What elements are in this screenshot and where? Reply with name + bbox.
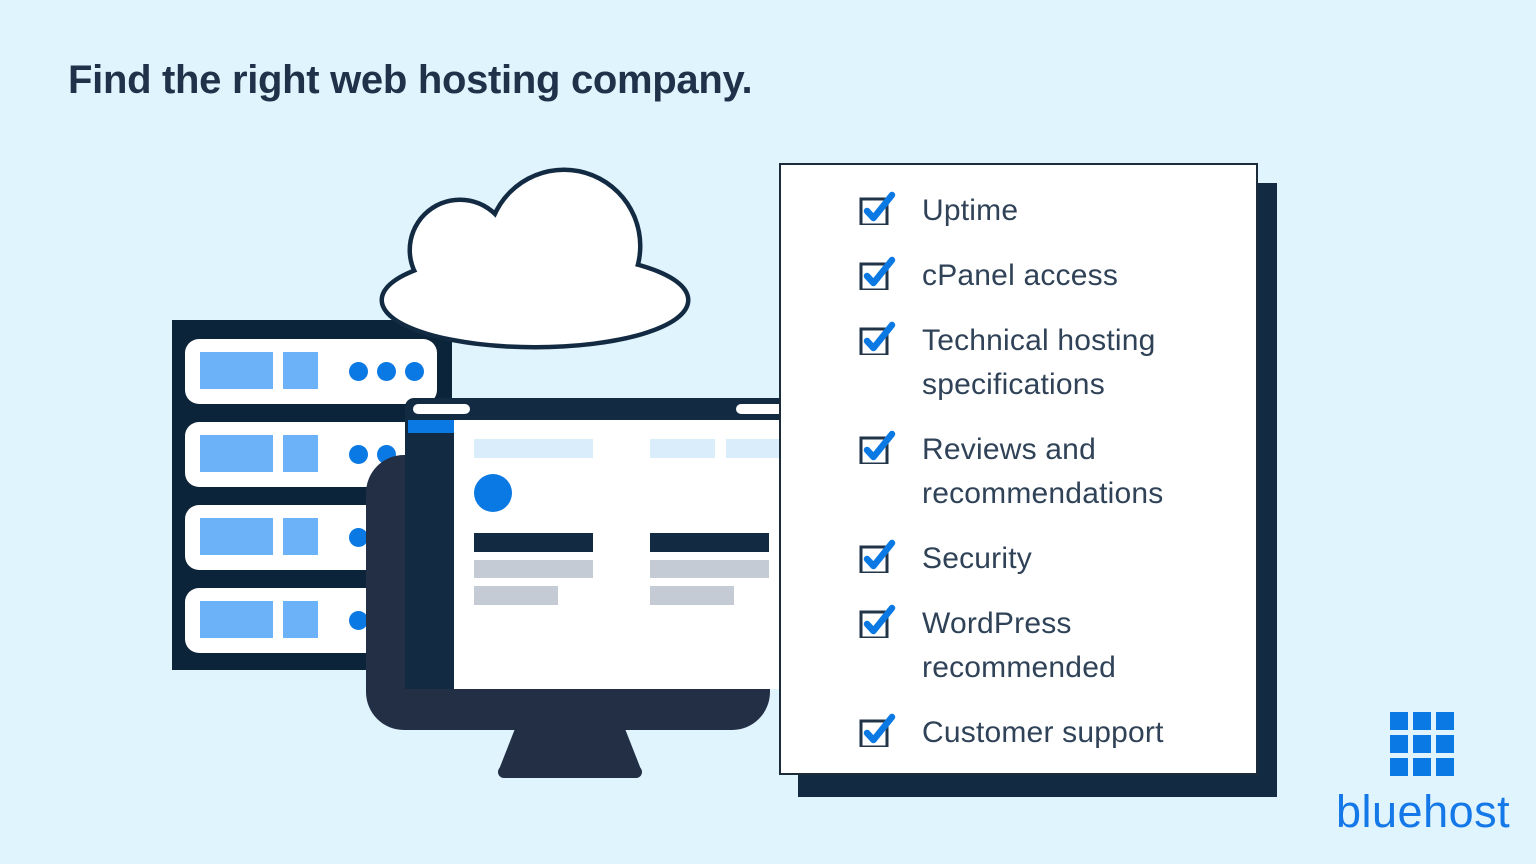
browser-window [405, 398, 800, 689]
checked-checkbox-icon [859, 430, 896, 464]
browser-content [454, 420, 800, 689]
checklist-item-label: Security [922, 542, 1032, 575]
checked-checkbox-icon [859, 604, 896, 638]
server-panel-square [283, 352, 318, 389]
server-status-dots [349, 339, 424, 404]
bluehost-logo: bluehost [1336, 712, 1511, 838]
titlebar-pill-right [736, 404, 792, 414]
content-text-bar [650, 560, 769, 578]
browser-sidebar [405, 420, 454, 689]
content-heading-bar [650, 533, 769, 552]
server-panel-wide [200, 518, 273, 555]
server-panel-square [283, 601, 318, 638]
logo-grid-cell [1413, 735, 1431, 753]
server-panel-square [283, 518, 318, 555]
logo-grid-cell [1390, 712, 1408, 730]
logo-grid-cell [1413, 712, 1431, 730]
titlebar-pill-left [413, 404, 470, 414]
status-dot [377, 362, 396, 381]
active-tab-indicator [408, 420, 454, 433]
server-unit [185, 339, 437, 404]
checked-checkbox-icon [859, 191, 896, 225]
logo-grid-cell [1436, 712, 1454, 730]
cloud-icon [379, 167, 691, 350]
content-placeholder-bar [726, 439, 792, 458]
browser-titlebar [405, 398, 800, 420]
status-dot [349, 445, 368, 464]
logo-grid-cell [1436, 735, 1454, 753]
checked-checkbox-icon [859, 321, 896, 355]
logo-grid-cell [1413, 758, 1431, 776]
server-panel-wide [200, 601, 273, 638]
content-placeholder-bar [474, 439, 593, 458]
checklist-item: Security [858, 537, 1256, 581]
content-heading-bar [474, 533, 593, 552]
server-unit [185, 422, 437, 487]
logo-grid-cell [1390, 758, 1408, 776]
monitor-stand-base [498, 766, 642, 778]
content-text-bar [474, 560, 593, 578]
content-text-bar [650, 586, 734, 605]
checklist-item-label: Uptime [922, 194, 1019, 227]
checklist-item-label: Customer support [922, 716, 1164, 749]
checklist-item: cPanel access [858, 254, 1256, 298]
checked-checkbox-icon [859, 256, 896, 290]
checklist-item-label: cPanel access [922, 259, 1119, 292]
checklist-item: Uptime [858, 189, 1256, 233]
status-dot [349, 528, 368, 547]
logo-grid-cell [1390, 735, 1408, 753]
server-panel-wide [200, 352, 273, 389]
page-title: Find the right web hosting company. [68, 58, 753, 102]
bluehost-logo-icon [1390, 712, 1454, 776]
checked-checkbox-icon [859, 713, 896, 747]
status-dot [349, 611, 368, 630]
status-dot [405, 362, 424, 381]
checked-checkbox-icon [859, 539, 896, 573]
server-panel-square [283, 435, 318, 472]
bluehost-wordmark: bluehost [1336, 786, 1511, 837]
status-dot [349, 362, 368, 381]
content-text-bar [474, 586, 558, 605]
logo-grid-cell [1436, 758, 1454, 776]
checklist-item: Customer support [858, 711, 1256, 755]
server-panel-wide [200, 435, 273, 472]
monitor-stand [498, 728, 642, 772]
avatar-circle [474, 474, 512, 512]
content-placeholder-bar [650, 439, 715, 458]
